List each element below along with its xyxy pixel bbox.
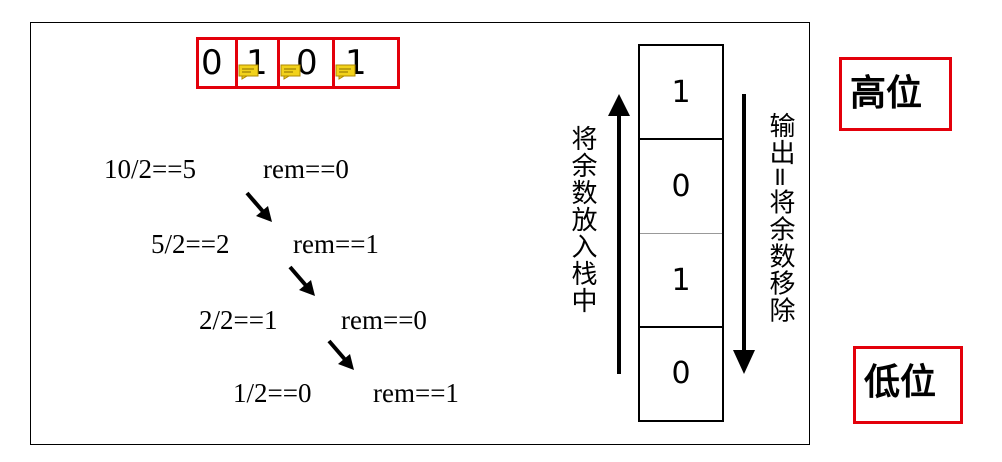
step-arrow-icon <box>288 265 315 296</box>
low-bit-text: 低位 <box>864 362 937 403</box>
pop-label: 输出=将余数移除 <box>765 112 795 324</box>
high-bit-label: 高位 <box>839 57 952 131</box>
push-label: 将余数放入栈中 <box>567 125 597 314</box>
low-bit-label: 低位 <box>853 346 963 424</box>
digit-box: 1 <box>332 37 400 89</box>
step-remainder: rem==0 <box>341 305 427 335</box>
stack-cell: 0 <box>640 140 722 234</box>
step-remainder: rem==1 <box>293 229 379 259</box>
stack-cell: 1 <box>640 234 722 328</box>
stack-cell: 1 <box>640 46 722 140</box>
diagram-panel <box>30 22 810 445</box>
push-up-arrow-icon <box>608 94 630 374</box>
binary-digit: 0 <box>201 43 223 83</box>
step-arrow-icon <box>327 339 354 370</box>
binary-digit: 0 <box>296 43 318 83</box>
step-division: 2/2==1 <box>199 305 278 335</box>
step-division: 1/2==0 <box>233 378 312 408</box>
stack: 1 0 1 0 <box>638 44 724 422</box>
step-arrow-icon <box>245 191 272 222</box>
digit-box: 1 <box>235 37 280 89</box>
step-remainder: rem==1 <box>373 378 459 408</box>
comment-note-icon[interactable] <box>238 64 260 80</box>
pop-down-arrow-icon <box>733 94 755 374</box>
comment-note-icon[interactable] <box>280 64 302 80</box>
step-remainder: rem==0 <box>263 154 349 184</box>
digit-box: 0 <box>196 37 238 89</box>
high-bit-text: 高位 <box>850 73 923 114</box>
comment-note-icon[interactable] <box>335 64 357 80</box>
stack-cell: 0 <box>671 356 691 391</box>
digit-box: 0 <box>277 37 335 89</box>
step-division: 10/2==5 <box>104 154 196 184</box>
step-division: 5/2==2 <box>151 229 230 259</box>
